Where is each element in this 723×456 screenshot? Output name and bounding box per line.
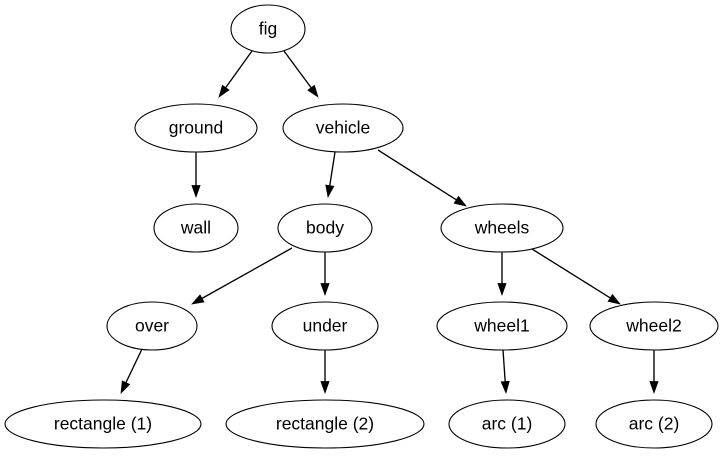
edge-arrowhead-icon (191, 294, 205, 305)
edge-line (125, 348, 143, 383)
edge-over-to-rectangle1 (120, 348, 143, 394)
node-ellipse-under[interactable] (271, 301, 379, 351)
edge-line (283, 50, 312, 89)
node-under[interactable]: under (271, 301, 379, 351)
node-wheel1[interactable]: wheel1 (436, 301, 568, 351)
edge-arrowhead-icon (649, 381, 659, 395)
edge-arrowhead-icon (325, 184, 335, 199)
edge-arrowhead-icon (497, 283, 507, 297)
node-ellipse-wheel1[interactable] (436, 301, 568, 351)
node-ellipse-body[interactable] (277, 203, 373, 253)
node-ground[interactable]: ground (134, 103, 258, 153)
node-rectangle1[interactable]: rectangle (1) (4, 399, 202, 449)
node-body[interactable]: body (277, 203, 373, 253)
edge-wheel2-to-arc2 (649, 350, 659, 395)
edge-fig-to-vehicle (283, 50, 319, 98)
node-ellipse-arc1[interactable] (448, 399, 566, 449)
node-ellipse-vehicle[interactable] (282, 103, 404, 153)
node-ellipse-fig[interactable] (230, 4, 306, 54)
node-vehicle[interactable]: vehicle (282, 103, 404, 153)
edge-vehicle-to-body (325, 151, 336, 199)
node-ellipse-wall[interactable] (153, 203, 239, 253)
node-rectangle2[interactable]: rectangle (2) (225, 399, 425, 449)
edge-layer (120, 50, 659, 395)
edge-body-to-under (320, 252, 330, 297)
node-ellipse-ground[interactable] (134, 103, 258, 153)
node-ellipse-wheel2[interactable] (589, 301, 719, 351)
node-arc1[interactable]: arc (1) (448, 399, 566, 449)
edge-body-to-over (191, 247, 293, 305)
edge-line (225, 50, 253, 89)
edge-arrowhead-icon (320, 381, 330, 395)
edge-line (201, 247, 293, 299)
edge-wheels-to-wheel2 (531, 248, 621, 305)
edge-line (502, 349, 506, 382)
node-layer: fig ground vehicle wall body wheels over under w… (4, 4, 719, 449)
edge-fig-to-ground (218, 50, 253, 98)
node-ellipse-arc2[interactable] (595, 399, 713, 449)
edge-arrowhead-icon (191, 185, 201, 199)
node-fig[interactable]: fig (230, 4, 306, 54)
edge-arrowhead-icon (320, 283, 330, 297)
node-wheel2[interactable]: wheel2 (589, 301, 719, 351)
node-arc2[interactable]: arc (2) (595, 399, 713, 449)
edge-line (329, 151, 336, 186)
edge-arrowhead-icon (500, 380, 510, 395)
node-wheels[interactable]: wheels (440, 203, 564, 253)
node-ellipse-rectangle2[interactable] (225, 399, 425, 449)
edge-wheel1-to-arc1 (500, 349, 510, 395)
edge-under-to-rectangle2 (320, 350, 330, 395)
node-ellipse-over[interactable] (106, 301, 198, 351)
node-ellipse-rectangle1[interactable] (4, 399, 202, 449)
edge-wheels-to-wheel1 (497, 252, 507, 297)
edge-arrowhead-icon (307, 84, 319, 98)
node-over[interactable]: over (106, 301, 198, 351)
node-ellipse-wheels[interactable] (440, 203, 564, 253)
edge-ground-to-wall (191, 152, 201, 199)
edge-line (531, 248, 611, 299)
edge-arrowhead-icon (607, 293, 621, 305)
edge-line (377, 149, 457, 201)
edge-vehicle-to-wheels (377, 149, 467, 207)
node-wall[interactable]: wall (153, 203, 239, 253)
edge-arrowhead-icon (120, 380, 131, 394)
edge-arrowhead-icon (453, 195, 467, 207)
edge-arrowhead-icon (218, 84, 230, 98)
